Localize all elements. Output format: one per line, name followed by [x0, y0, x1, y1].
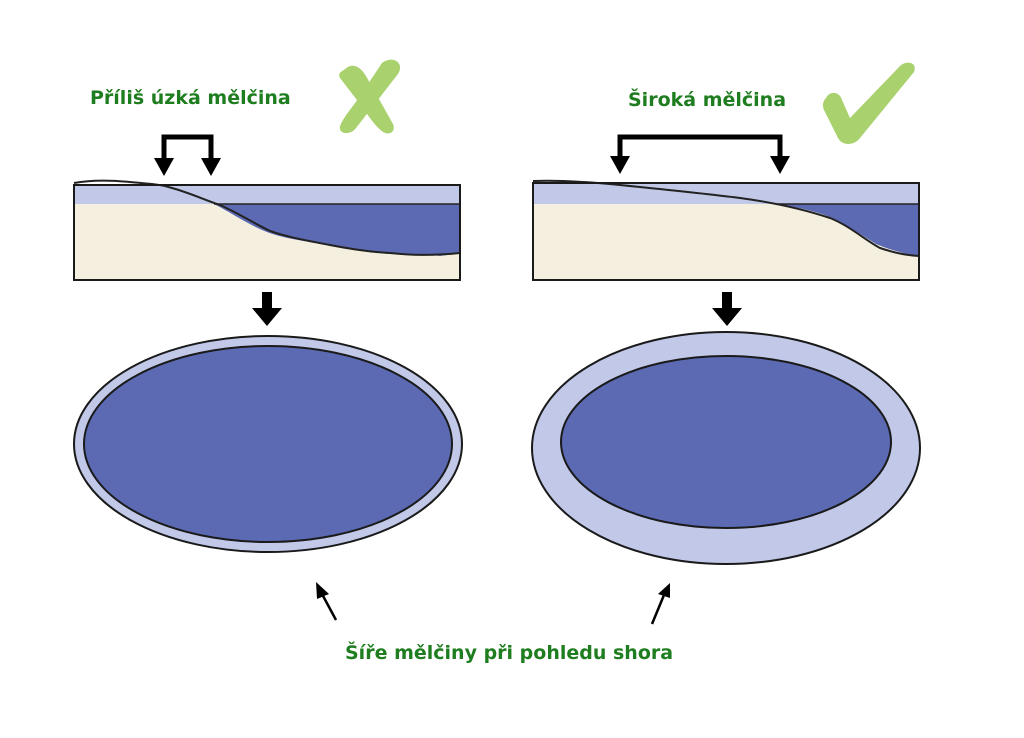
- wide-deep-water: [777, 204, 919, 256]
- check-mark-icon: [822, 62, 915, 144]
- bracket-arrowhead-right: [201, 158, 221, 176]
- bracket-arrowhead-left: [154, 158, 174, 176]
- wide-pointer-arrow: [650, 583, 670, 625]
- bracket-arrowhead-right: [770, 156, 790, 174]
- wide-width-bracket: [617, 134, 783, 160]
- bracket-arrowhead-left: [610, 156, 630, 174]
- narrow-pointer-arrow: [316, 582, 338, 621]
- narrow-top-view-deep: [83, 345, 453, 543]
- narrow-ground-profile: [73, 179, 461, 256]
- wide-down-arrow: [712, 292, 742, 326]
- x-mark-icon: [339, 59, 401, 134]
- wide-top-view-deep: [560, 355, 892, 529]
- top-view-width-label: Šíře mělčiny při pohledu shora: [345, 642, 674, 664]
- narrow-width-bracket: [161, 134, 214, 162]
- narrow-shelf-label: Příliš úzká mělčina: [90, 87, 291, 109]
- wide-shelf-panel: [531, 134, 921, 625]
- wide-cross-section: [532, 179, 920, 281]
- narrow-deep-water: [214, 204, 460, 256]
- narrow-down-arrow: [252, 292, 282, 326]
- narrow-shelf-panel: [73, 134, 463, 621]
- narrow-cross-section: [73, 179, 461, 281]
- wide-shelf-label: Široká mělčina: [628, 89, 787, 111]
